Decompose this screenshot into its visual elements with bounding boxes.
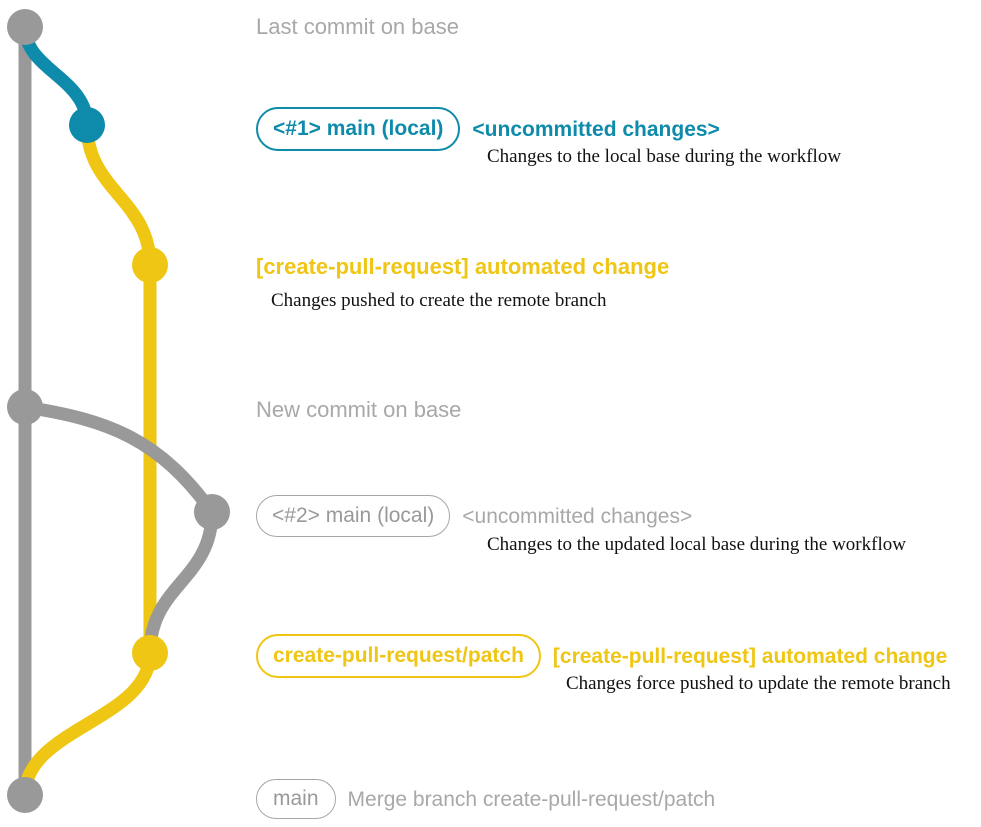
- ref-badge-main-local-1[interactable]: <#1> main (local): [256, 107, 461, 151]
- commit-description-local-1: Changes to the local base during the wor…: [487, 146, 842, 167]
- commit-subject-patch-update: [create-pull-request] automated change: [552, 644, 948, 668]
- commit-subject-patch-create: [create-pull-request] automated change: [256, 254, 670, 279]
- commit-node-patch-create[interactable]: [132, 247, 168, 283]
- commit-node-new-commit-on-base[interactable]: [7, 389, 43, 425]
- commit-node-last-commit-on-base[interactable]: [7, 9, 43, 45]
- commit-node-merge[interactable]: [7, 777, 43, 813]
- edge-base-to-local2: [18, 400, 219, 519]
- edge-local2-to-patch-update: [143, 505, 219, 660]
- commit-node-local-2[interactable]: [194, 494, 230, 530]
- commit-row-local-1: <#1> main (local) <uncommitted changes>: [256, 107, 720, 151]
- commit-description-patch-update: Changes force pushed to update the remot…: [566, 673, 951, 694]
- commit-description-local-2: Changes to the updated local base during…: [487, 534, 906, 555]
- commit-row-patch-update: create-pull-request/patch [create-pull-r…: [256, 634, 947, 678]
- commit-subject-merge: Merge branch create-pull-request/patch: [347, 787, 716, 811]
- commit-subject-last-commit-on-base: Last commit on base: [256, 14, 459, 39]
- ref-badge-main[interactable]: main: [256, 779, 336, 819]
- ref-badge-main-local-2[interactable]: <#2> main (local): [256, 495, 451, 537]
- commit-subject-new-commit-on-base: New commit on base: [256, 397, 462, 422]
- commit-row-local-2: <#2> main (local) <uncommitted changes>: [256, 495, 692, 537]
- commit-description-patch-create: Changes pushed to create the remote bran…: [271, 290, 607, 311]
- ref-badge-create-pull-request-patch[interactable]: create-pull-request/patch: [256, 634, 541, 678]
- edge-patch-to-merge: [18, 646, 157, 802]
- commit-node-patch-update[interactable]: [132, 635, 168, 671]
- edge-local1-to-patch-create: [80, 118, 157, 272]
- commit-row-merge: main Merge branch create-pull-request/pa…: [256, 779, 715, 819]
- commit-subject-local-2: <uncommitted changes>: [462, 504, 693, 528]
- commit-node-local-1[interactable]: [69, 107, 105, 143]
- commit-subject-local-1: <uncommitted changes>: [472, 117, 720, 141]
